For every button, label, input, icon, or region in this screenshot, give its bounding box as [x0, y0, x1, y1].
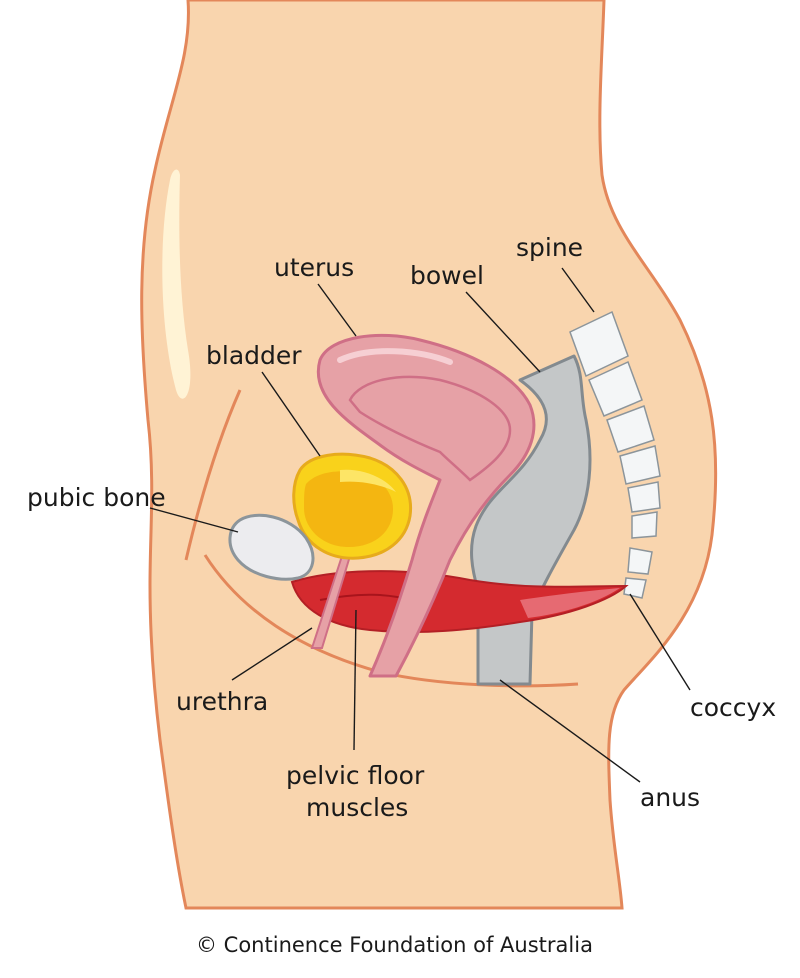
spine-label: spine	[516, 233, 583, 262]
spine-leader-line	[561, 267, 595, 313]
vertebra	[627, 547, 653, 575]
bowel-leader-line	[465, 291, 541, 373]
vertebra	[619, 445, 661, 485]
bowel-label: bowel	[410, 261, 484, 290]
bladder-inner	[304, 471, 394, 548]
bladder-leader-line	[261, 371, 321, 457]
copyright-credit: © Continence Foundation of Australia	[196, 933, 593, 957]
pubic-bone-leader-line	[149, 507, 239, 533]
vertebra	[588, 360, 643, 417]
coccyx-label: coccyx	[690, 693, 776, 722]
pubic-bone-label: pubic bone	[27, 483, 166, 512]
belly-highlight	[162, 169, 191, 399]
coccyx-leader-line	[629, 593, 691, 691]
anus-label: anus	[640, 783, 700, 812]
spine-vertebrae	[569, 310, 661, 599]
vertebra	[569, 310, 629, 378]
vertebra	[623, 577, 647, 599]
vertebra	[606, 405, 655, 453]
uterus-label: uterus	[274, 253, 354, 282]
pelvic-floor-label-line1: pelvic floor	[286, 761, 425, 790]
bladder-label: bladder	[206, 341, 302, 370]
uterus-cavity	[348, 375, 512, 482]
pelvic-floor-leader-line	[353, 609, 357, 751]
pelvic-floor-label-line2: muscles	[306, 793, 408, 822]
anus-leader-line	[499, 679, 641, 783]
pubic-bone-shape	[228, 513, 315, 581]
uterus-leader-line	[317, 283, 357, 337]
groin-crease-line	[184, 389, 242, 561]
bladder-highlight	[340, 469, 396, 492]
vertebra	[627, 481, 661, 513]
urethra-label: urethra	[176, 687, 268, 716]
uterus-highlight	[337, 348, 453, 365]
urethra-leader-line	[231, 627, 313, 681]
muscle-highlight	[520, 588, 620, 618]
vertebra	[631, 511, 658, 539]
